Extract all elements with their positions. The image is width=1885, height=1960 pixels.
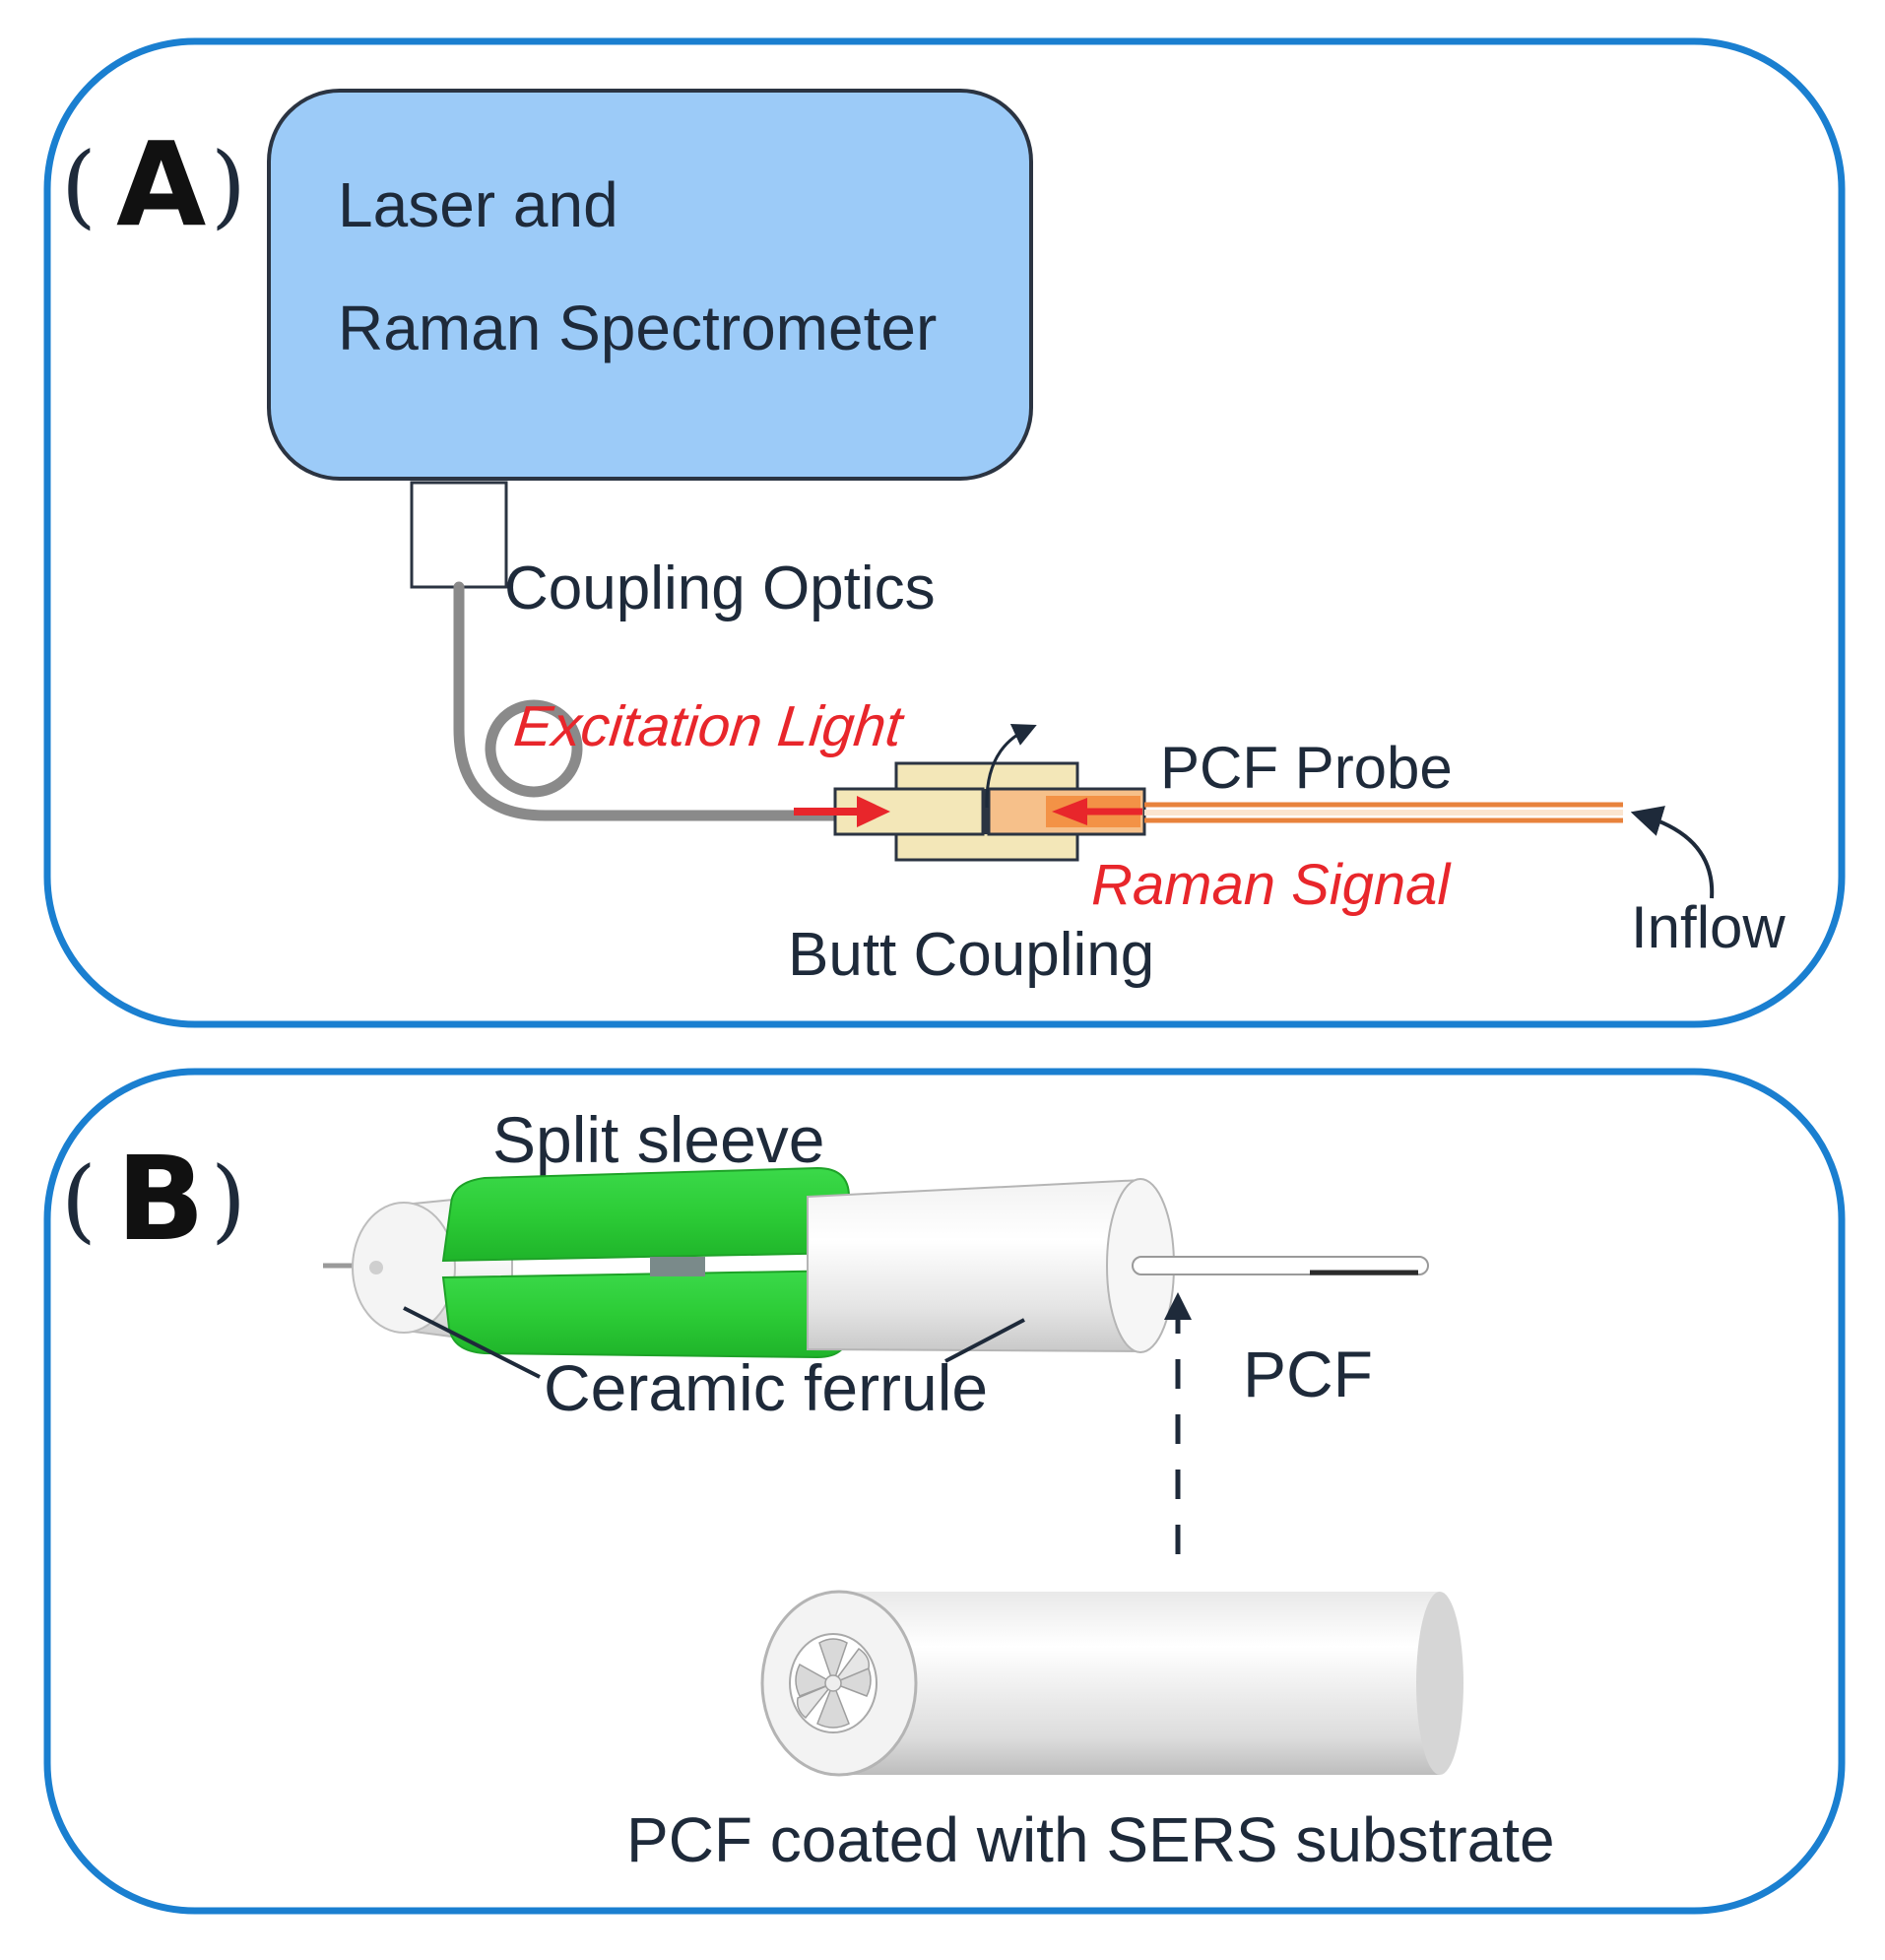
butt-coupling-label: Butt Coupling: [788, 921, 1154, 989]
ceramic-ferrule-label: Ceramic ferrule: [544, 1351, 988, 1424]
panel-b-label-close: ): [211, 1147, 246, 1253]
pcf-coated-cylinder-back: [1416, 1592, 1463, 1775]
raman-arrow-head: [1052, 798, 1087, 825]
panel-a-label-close: ): [211, 133, 246, 238]
split-sleeve-bottom: [441, 1269, 850, 1359]
pcf-coated-cylinder-body: [839, 1592, 1440, 1775]
pcf-air-holes: [789, 1633, 878, 1733]
left-ferrule-bore: [369, 1261, 383, 1274]
panel-a: ( A ) Laser and Raman Spectrometer Coupl…: [43, 37, 1846, 1028]
excitation-light-label: Excitation Light: [511, 694, 908, 758]
fiber-loop: [485, 699, 583, 798]
left-ferrule-end: [352, 1202, 456, 1334]
panel-b-label-letter: B: [116, 1131, 205, 1267]
panel-a-label-open: (: [61, 133, 97, 238]
split-sleeve-label: Split sleeve: [492, 1103, 825, 1176]
fiber-cable: [453, 581, 843, 821]
split-sleeve-top: [441, 1166, 850, 1263]
split-sleeve-slot: [650, 1257, 705, 1276]
inflow-arrow: [1630, 806, 1715, 899]
laser-box-line2: Raman Spectrometer: [338, 293, 937, 363]
coupling-optics-block: [410, 481, 508, 589]
inflow-label: Inflow: [1631, 894, 1786, 960]
ceramic-leader-left: [403, 1306, 541, 1379]
right-ceramic-ferrule: [807, 1178, 1143, 1353]
panel-b: ( B ) Split sleeve Ceramic ferrule PCF: [43, 1068, 1846, 1915]
raman-signal-label: Raman Signal: [1091, 853, 1452, 917]
excitation-arrow-head: [857, 796, 890, 827]
ceramic-leader-right: [944, 1318, 1025, 1363]
pcf-dashed-arrow-head: [1164, 1292, 1192, 1320]
pcf-coated-label: PCF coated with SERS substrate: [626, 1804, 1555, 1875]
butt-coupler-flip-arrow: [985, 724, 1037, 809]
coupling-optics-label: Coupling Optics: [504, 555, 936, 622]
panel-a-label-letter: A: [116, 116, 206, 252]
laser-spectrometer-box: [267, 89, 1033, 481]
laser-box-line1: Laser and: [338, 169, 618, 240]
pcf-probe-label: PCF Probe: [1160, 735, 1453, 801]
panel-b-label-open: (: [61, 1147, 97, 1253]
pcf-label: PCF: [1243, 1338, 1373, 1410]
